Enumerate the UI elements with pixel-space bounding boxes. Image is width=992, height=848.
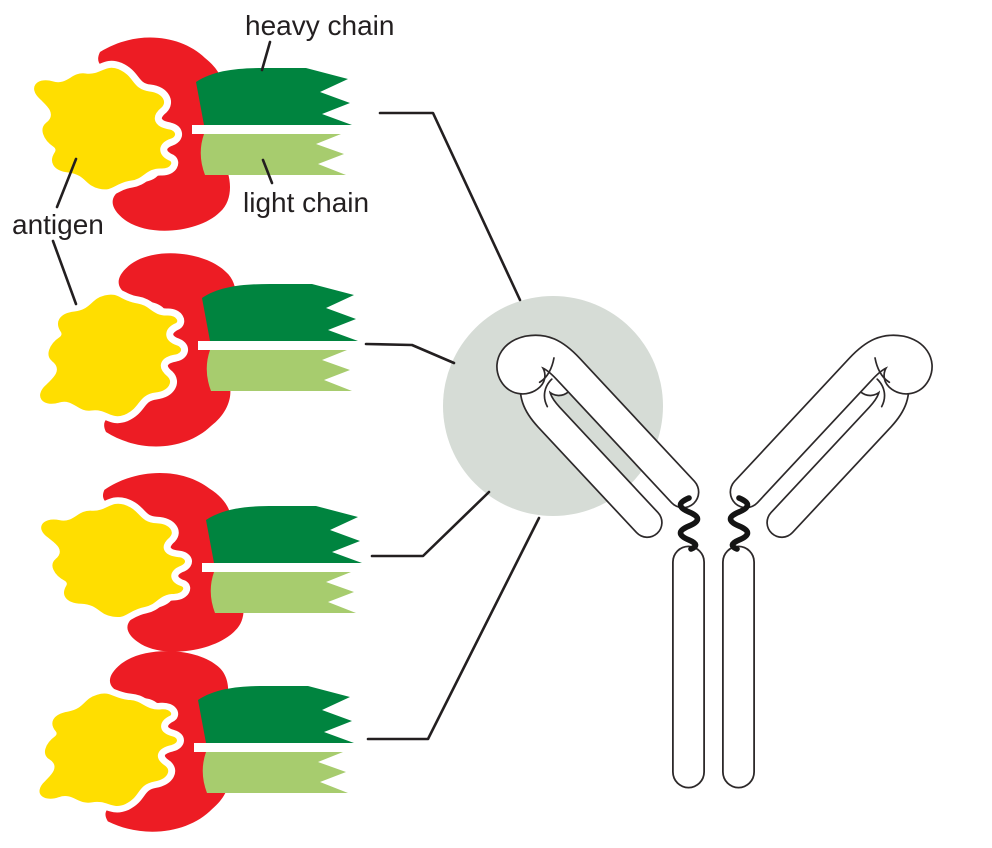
light-chain-label: light chain: [243, 187, 369, 218]
heavy-chain-pointer-line: [260, 40, 272, 72]
antigen-antibody-complex-4: [26, 647, 358, 839]
chain-ribbons: [202, 506, 366, 613]
antigen-binding-blob: [31, 38, 230, 231]
chain-ribbons: [198, 284, 362, 391]
connector-line-2: [364, 342, 456, 365]
light-chain-pointer-line: [261, 158, 274, 185]
chain-ribbons: [194, 686, 358, 793]
antibody-molecule: [364, 111, 925, 772]
chain-ribbons: [192, 68, 356, 175]
antigen-antibody-complex-2: [37, 253, 362, 446]
connector-line-3: [370, 490, 491, 558]
connector-line-4: [366, 516, 541, 741]
heavy-chain-label: heavy chain: [245, 10, 394, 41]
antibody-right-arm: [746, 337, 925, 524]
antigen-pointer-line-upper: [55, 157, 78, 209]
antigen-antibody-complex-3: [34, 468, 366, 660]
antigen-label: antigen: [12, 209, 104, 240]
antigen-pointer-line-lower: [51, 239, 78, 306]
connector-line-1: [378, 111, 522, 302]
